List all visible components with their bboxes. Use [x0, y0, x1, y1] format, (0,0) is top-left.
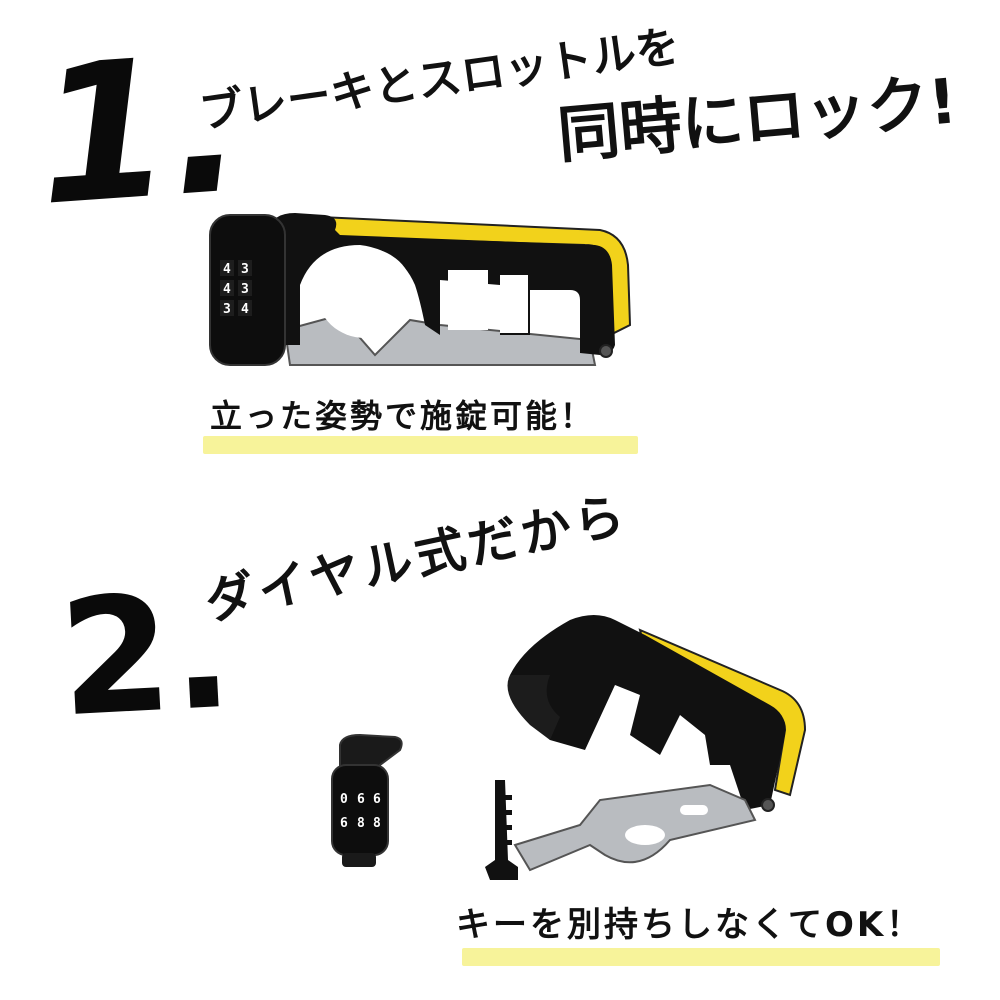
- detached-dial-illustration: 0 6 6 6 8 8: [331, 733, 403, 867]
- dial-digit: 4: [223, 282, 231, 297]
- dial-digit: 3: [241, 282, 249, 297]
- caption-2-highlight: [462, 948, 940, 966]
- dial-digit: 4: [223, 262, 231, 277]
- dial-digit: 3: [223, 302, 231, 317]
- lock-closed-illustration: 4 3 4 3 3 4: [209, 213, 632, 366]
- lock-pivot-bolt: [761, 798, 775, 812]
- lock-latch: [485, 780, 518, 880]
- caption-1-highlight: [203, 436, 638, 454]
- lock-pivot-bolt: [599, 344, 613, 358]
- caption-1: 立った姿勢で施錠可能！: [210, 397, 596, 435]
- dial-digit: 3: [241, 262, 249, 277]
- dial-digit: 0: [340, 792, 348, 807]
- dial-digit: 6: [340, 816, 348, 831]
- lock-open-illustration: [485, 615, 807, 880]
- dial-digit: 4: [241, 302, 249, 317]
- lock-black-body: [510, 615, 786, 810]
- caption-2: キーを別持ちしなくてOK！: [456, 905, 924, 945]
- dial-digit: 8: [357, 816, 365, 831]
- dial-digit: 8: [373, 816, 381, 831]
- dial-digit: 6: [357, 792, 365, 807]
- section-1-headline-line-2: 同時にロック!: [554, 64, 960, 172]
- dial-digit: 6: [373, 792, 381, 807]
- lock-black-body: [270, 213, 615, 355]
